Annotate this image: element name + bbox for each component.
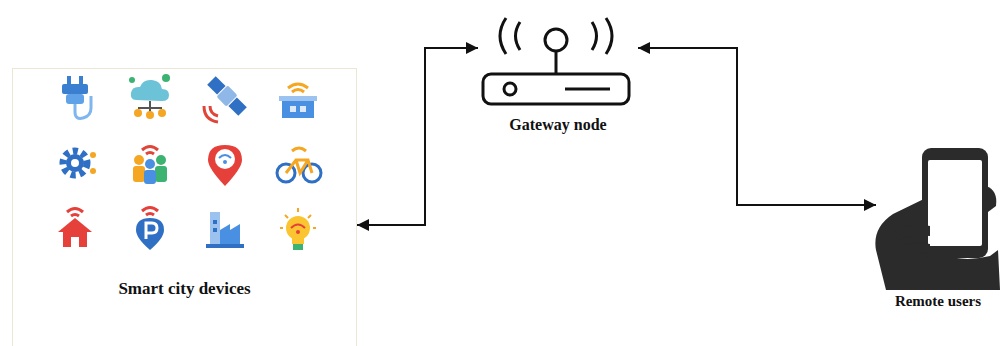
bicycle-icon bbox=[277, 148, 321, 182]
bidirectional-arrow bbox=[638, 48, 876, 205]
gateway-node: Gateway node bbox=[478, 4, 638, 140]
router-icon bbox=[483, 18, 629, 104]
house-wifi-icon bbox=[58, 209, 92, 248]
parking-pin-icon bbox=[136, 208, 164, 251]
device-panel: Smart city devices bbox=[12, 68, 357, 346]
node-label: Smart city devices bbox=[118, 279, 250, 299]
node-label: Remote users bbox=[895, 292, 981, 310]
bidirectional-arrow bbox=[357, 48, 478, 225]
factory-icon bbox=[206, 212, 244, 248]
satellite-icon bbox=[204, 75, 248, 122]
light-bulb-icon bbox=[280, 208, 316, 250]
people-wifi-icon bbox=[133, 147, 167, 185]
gear-icon bbox=[63, 151, 96, 175]
building-wifi-icon bbox=[279, 84, 317, 118]
plug-icon bbox=[62, 76, 91, 118]
location-pin-icon bbox=[208, 145, 242, 186]
user-node: Remote users bbox=[876, 140, 1000, 314]
phone-hand-icon bbox=[875, 148, 1000, 290]
cloud-network-icon bbox=[129, 74, 170, 119]
node-label: Gateway node bbox=[509, 115, 606, 134]
